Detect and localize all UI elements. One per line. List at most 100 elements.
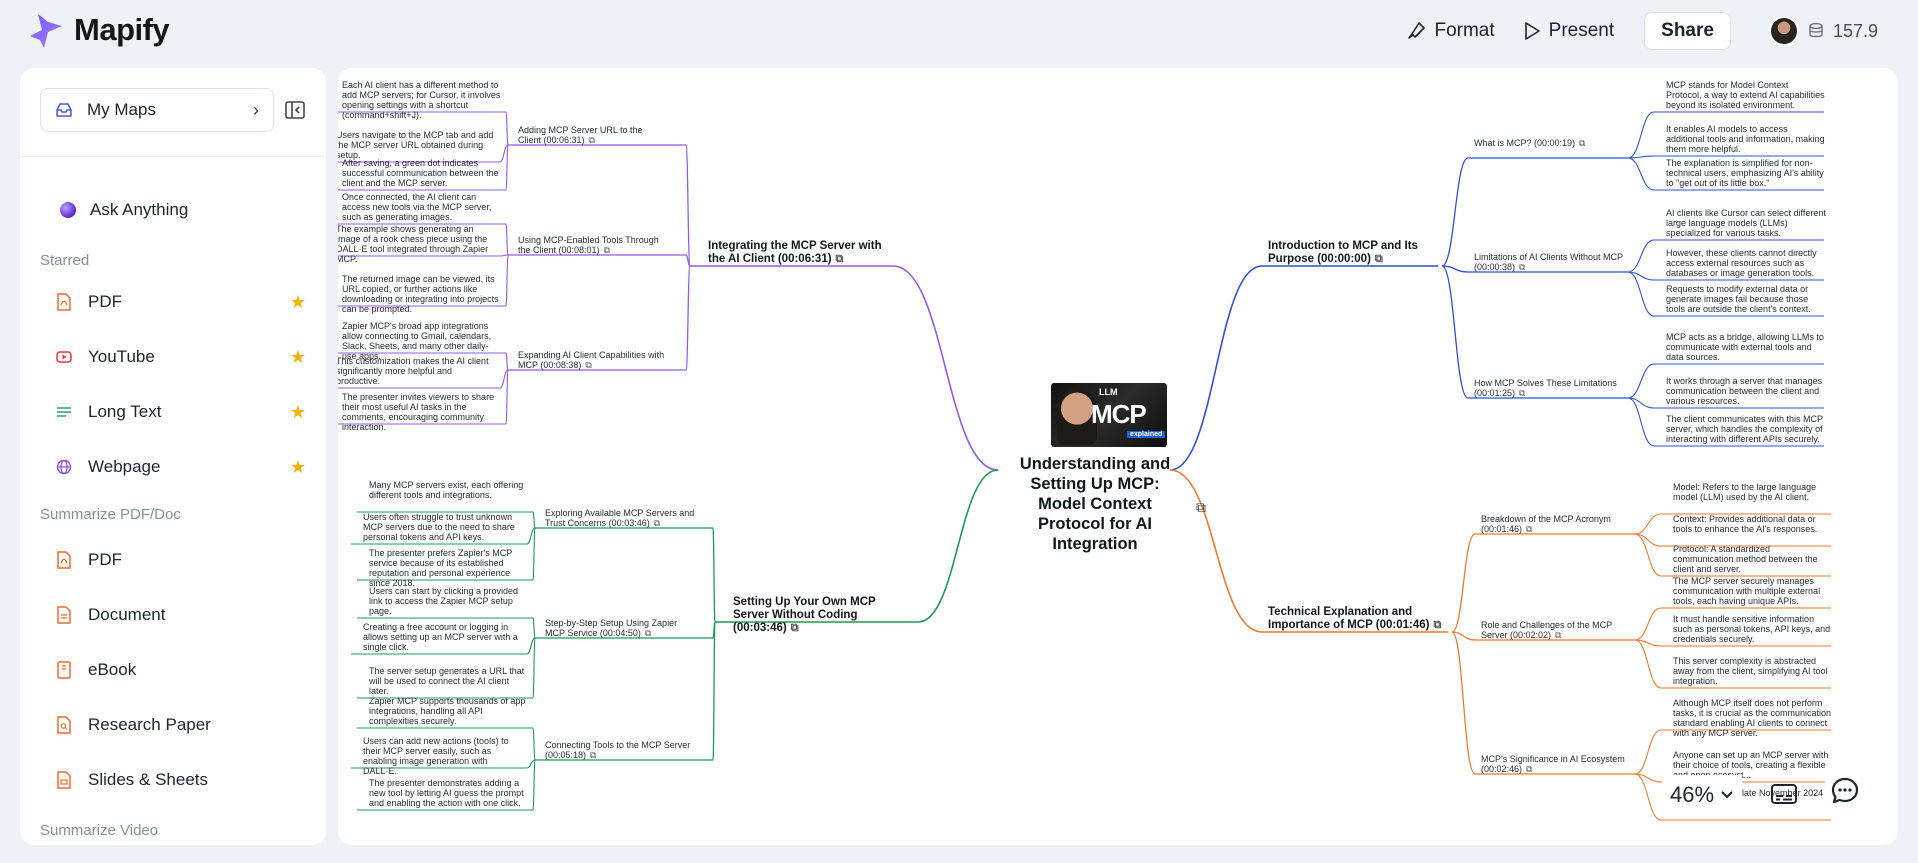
external-link-icon[interactable]: ⧉	[1374, 253, 1383, 265]
connector-line	[505, 369, 509, 425]
leaf-node[interactable]: Although MCP itself does not perform tas…	[1673, 698, 1833, 738]
external-link-icon[interactable]: ⧉	[1433, 619, 1442, 631]
sub-node-intro-0[interactable]: What is MCP? (00:00:19)⧉	[1474, 138, 1624, 148]
zoom-control[interactable]: 46%	[1662, 775, 1742, 815]
sidebar-item-pdf[interactable]: PDF	[56, 542, 306, 578]
branch-setup[interactable]: Setting Up Your Own MCP Server Without C…	[733, 596, 913, 635]
sidebar-item-document[interactable]: Document	[56, 597, 306, 633]
sub-node-setup-1[interactable]: Step-by-Step Setup Using Zapier MCP Serv…	[545, 618, 695, 638]
format-button[interactable]: Format	[1392, 12, 1508, 50]
leaf-node[interactable]: The presenter prefers Zapier's MCP servi…	[369, 548, 529, 588]
video-thumbnail[interactable]: LLM MCP explained	[1051, 383, 1167, 447]
leaf-node[interactable]: It enables AI models to access additiona…	[1666, 124, 1826, 154]
external-link-icon[interactable]: ⧉	[590, 750, 597, 760]
sub-node-technical-2[interactable]: MCP's Significance in AI Ecosystem (00:0…	[1481, 754, 1631, 774]
mind-map-canvas[interactable]: LLM MCP explained Understanding and Sett…	[338, 68, 1898, 845]
star-icon[interactable]: ★	[289, 401, 306, 422]
leaf-node[interactable]: Many MCP servers exist, each offering di…	[369, 480, 529, 500]
connector-line	[1451, 631, 1476, 775]
leaf-node[interactable]: MCP acts as a bridge, allowing LLMs to c…	[1666, 332, 1826, 362]
external-link-icon[interactable]: ⧉	[644, 628, 652, 638]
star-icon[interactable]: ★	[289, 291, 306, 312]
leaf-node[interactable]: Users often struggle to trust unknown MC…	[363, 512, 523, 542]
sidebar-item-starred-webpage[interactable]: Webpage ★	[56, 449, 306, 485]
sidebar-item-ebook[interactable]: eBook	[56, 652, 306, 688]
leaf-node[interactable]: It works through a server that manages c…	[1666, 376, 1826, 406]
sidebar-item-starred-youtube[interactable]: YouTube ★	[56, 339, 306, 375]
star-icon[interactable]: ★	[289, 346, 306, 367]
sub-node-setup-0[interactable]: Exploring Available MCP Servers and Trus…	[545, 508, 695, 528]
leaf-node[interactable]: The explanation is simplified for non-te…	[1666, 158, 1826, 188]
leaf-node[interactable]: After saving, a green dot indicates succ…	[342, 158, 502, 188]
leaf-node[interactable]: Zapier MCP supports thousands of app int…	[369, 696, 529, 726]
leaf-node[interactable]: The returned image can be viewed, its UR…	[342, 274, 502, 314]
sidebar-item-starred-long-text[interactable]: Long Text ★	[56, 394, 306, 430]
sub-node-integrating-2[interactable]: Expanding AI Client Capabilities with MC…	[518, 350, 668, 370]
root-node-title[interactable]: Understanding and Setting Up MCP: Model …	[1019, 455, 1171, 553]
collapse-sidebar-icon[interactable]	[284, 99, 306, 121]
external-link-icon[interactable]: ⧉	[1519, 262, 1526, 272]
external-link-icon[interactable]: ⧉	[790, 622, 799, 634]
sub-node-setup-2[interactable]: Connecting Tools to the MCP Server (00:0…	[545, 740, 695, 760]
sub-node-intro-2[interactable]: How MCP Solves These Limitations (00:01:…	[1474, 378, 1624, 398]
subtitles-button[interactable]	[1765, 775, 1803, 813]
leaf-node[interactable]: Requests to modify external data or gene…	[1666, 284, 1826, 314]
share-button[interactable]: Share	[1644, 12, 1731, 50]
leaf-node[interactable]: Zapier MCP's broad app integrations allo…	[342, 321, 502, 361]
external-link-icon[interactable]: ⧉	[585, 360, 592, 370]
branch-technical[interactable]: Technical Explanation and Importance of …	[1268, 606, 1448, 632]
ask-anything-button[interactable]: Ask Anything	[60, 200, 188, 220]
external-link-icon[interactable]: ⧉	[603, 245, 610, 255]
star-icon[interactable]: ★	[289, 456, 306, 477]
sub-node-integrating-0[interactable]: Adding MCP Server URL to the Client (00:…	[518, 125, 668, 145]
leaf-node[interactable]: ...by Anthropic in late November 2024.	[1673, 788, 1833, 798]
external-link-icon[interactable]: ⧉	[588, 135, 595, 145]
leaf-node[interactable]: The MCP server securely manages communic…	[1673, 576, 1833, 606]
sidebar-item-slides-sheets[interactable]: Slides & Sheets	[56, 762, 306, 798]
my-maps-button[interactable]: My Maps ›	[40, 88, 274, 132]
leaf-node[interactable]: Once connected, the AI client can access…	[342, 192, 502, 222]
leaf-node[interactable]: However, these clients cannot directly a…	[1666, 248, 1826, 278]
leaf-node[interactable]: The server setup generates a URL that wi…	[369, 666, 529, 696]
branch-integrating[interactable]: Integrating the MCP Server with the AI C…	[708, 240, 888, 266]
leaf-node[interactable]: Users navigate to the MCP tab and add th…	[338, 130, 496, 160]
leaf-node[interactable]: This server complexity is abstracted awa…	[1673, 656, 1833, 686]
leaf-node[interactable]: This customization makes the AI client s…	[338, 356, 496, 386]
leaf-node-text: The explanation is simplified for non-te…	[1666, 158, 1824, 188]
sub-node-technical-1[interactable]: Role and Challenges of the MCP Server (0…	[1481, 620, 1631, 640]
sub-node-technical-0[interactable]: Breakdown of the MCP Acronym (00:01:46)⧉	[1481, 514, 1631, 534]
leaf-node[interactable]: Each AI client has a different method to…	[342, 80, 502, 120]
account-credits[interactable]: 157.9	[1768, 16, 1878, 46]
sub-node-intro-1[interactable]: Limitations of AI Clients Without MCP (0…	[1474, 252, 1624, 272]
leaf-node[interactable]: The presenter invites viewers to share t…	[342, 392, 502, 432]
external-link-icon[interactable]: ⧉	[1526, 524, 1533, 534]
branch-intro[interactable]: Introduction to MCP and Its Purpose (00:…	[1268, 240, 1448, 266]
leaf-node[interactable]: MCP stands for Model Context Protocol, a…	[1666, 80, 1826, 110]
external-link-icon[interactable]: ⧉	[1196, 499, 1206, 515]
external-link-icon[interactable]: ⧉	[653, 518, 661, 528]
leaf-node[interactable]: Model: Refers to the large language mode…	[1673, 482, 1833, 502]
external-link-icon[interactable]: ⧉	[1519, 388, 1526, 398]
present-button[interactable]: Present	[1509, 12, 1628, 50]
leaf-node[interactable]: Protocol: A standardized communication m…	[1673, 544, 1833, 574]
app-logo[interactable]: Mapify	[26, 10, 170, 50]
sub-node-integrating-1[interactable]: Using MCP-Enabled Tools Through the Clie…	[518, 235, 668, 255]
leaf-node[interactable]: AI clients like Cursor can select differ…	[1666, 208, 1826, 238]
leaf-node[interactable]: Creating a free account or logging in al…	[363, 622, 523, 652]
leaf-node[interactable]: The client communicates with this MCP se…	[1666, 414, 1826, 444]
leaf-node[interactable]: The presenter demonstrates adding a new …	[369, 778, 529, 808]
avatar[interactable]	[1768, 16, 1799, 46]
sidebar-item-starred-pdf[interactable]: PDF ★	[56, 284, 306, 320]
sidebar-item-label: Research Paper	[88, 715, 211, 734]
chat-button[interactable]	[1823, 769, 1867, 813]
leaf-node[interactable]: Users can add new actions (tools) to the…	[363, 736, 523, 776]
leaf-node[interactable]: It must handle sensitive information suc…	[1673, 614, 1833, 644]
external-link-icon[interactable]: ⧉	[1526, 764, 1533, 774]
external-link-icon[interactable]: ⧉	[1579, 138, 1586, 148]
leaf-node[interactable]: Users can start by clicking a provided l…	[369, 586, 529, 616]
leaf-node[interactable]: Context: Provides additional data or too…	[1673, 514, 1833, 534]
leaf-node[interactable]: The example shows generating an image of…	[338, 224, 496, 264]
external-link-icon[interactable]: ⧉	[835, 253, 844, 265]
external-link-icon[interactable]: ⧉	[1555, 630, 1562, 640]
sidebar-item-research-paper[interactable]: Research Paper	[56, 707, 306, 743]
